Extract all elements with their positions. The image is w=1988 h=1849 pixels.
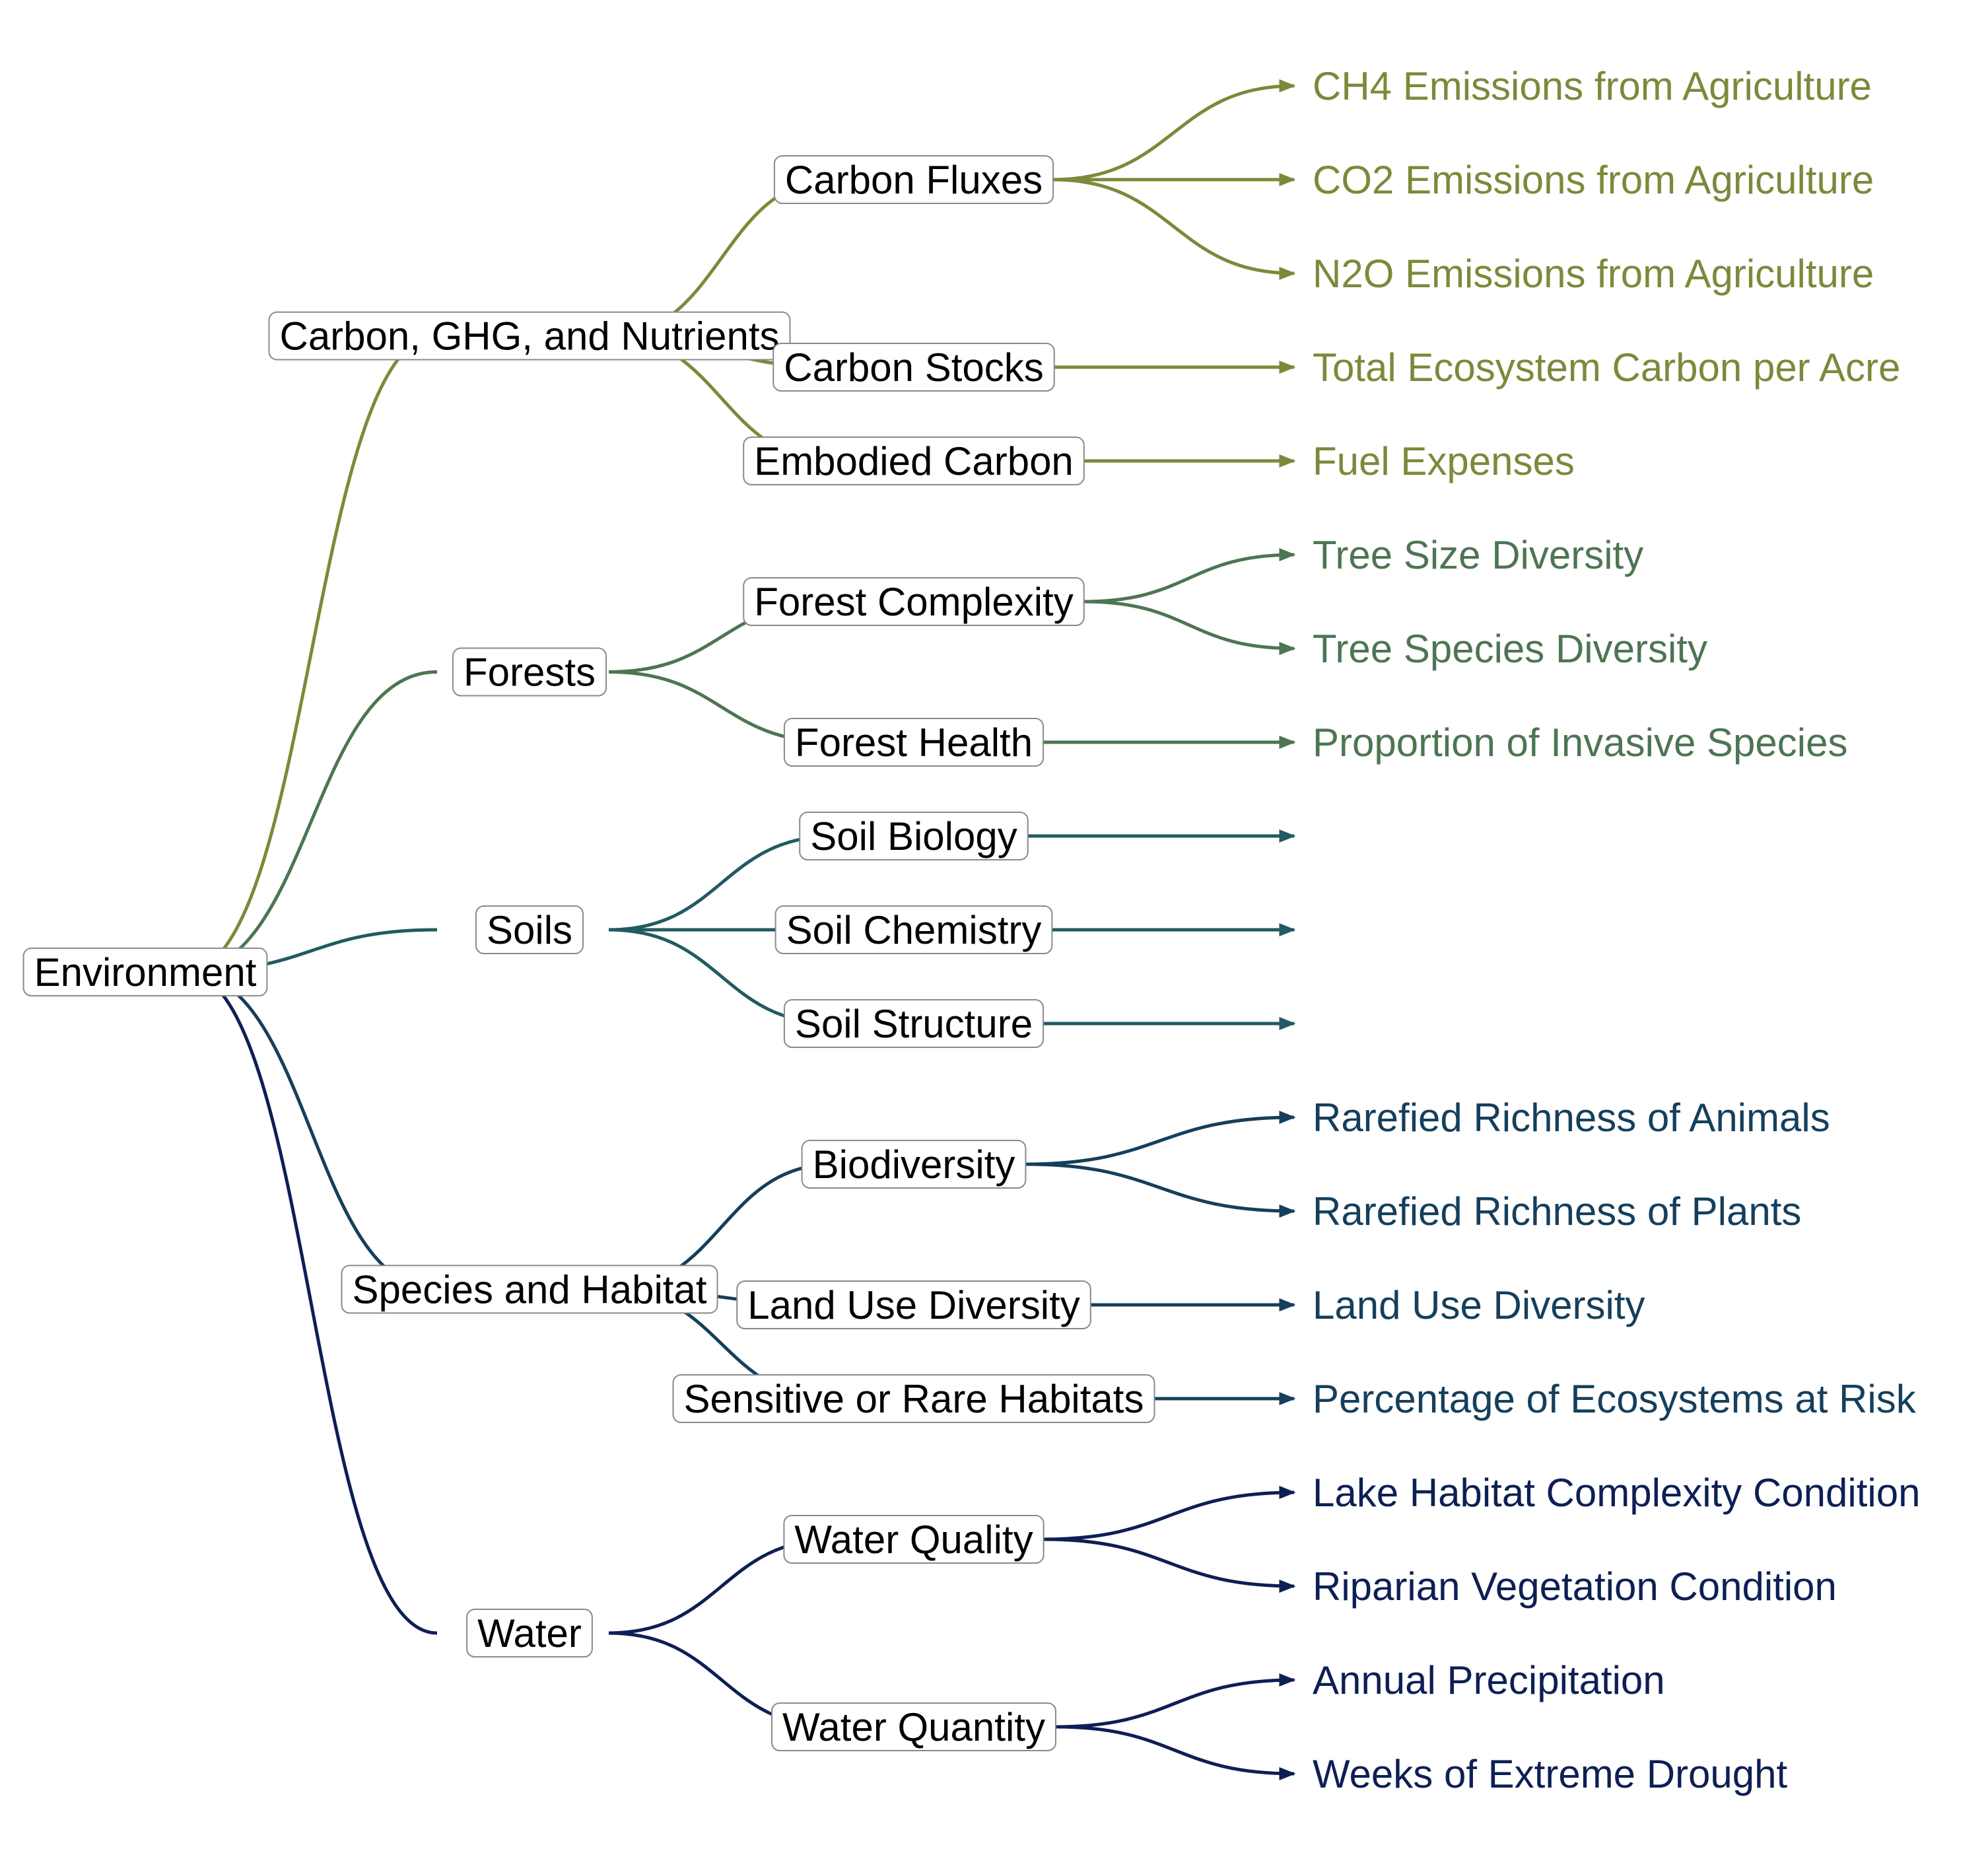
edge-root-to-category-node-water [184,970,438,1635]
category-node-water-box [466,1609,593,1657]
subcategory-node-soil-structure-box [783,999,1045,1048]
subcategory-node-forest-complexity-label: Forest Complexity [754,580,1073,624]
subcategory-node-water-quantity-label: Water Quantity [782,1705,1045,1749]
edge-subcategory-node-water-quantity-to-indicator-0 [1055,1673,1296,1729]
subcategory-node-land-use-diversity-label: Land Use Diversity [747,1283,1080,1327]
category-node-species-and-habitat: Species and Habitat [341,1265,718,1314]
edge-root-to-category-node-forests [184,670,438,974]
subcategory-node-biodiversity-label: Biodiversity [813,1142,1015,1187]
subcategory-node-sensitive-or-rare-habitats-label: Sensitive or Rare Habitats [684,1377,1144,1421]
edge-root-to-category-node-carbon-ghg-and-nutrients [184,334,438,974]
indicator-label: Proportion of Invasive Species [1313,720,1847,765]
subcategory-node-carbon-stocks-label: Carbon Stocks [784,345,1044,390]
category-node-water: Water [466,1609,593,1657]
subcategory-node-soil-chemistry-box [774,905,1053,954]
indicator-label: Weeks of Extreme Drought [1313,1752,1788,1796]
subcategory-node-soil-structure: Soil Structure [783,999,1045,1048]
subcategory-node-forest-complexity-box [743,577,1085,626]
subcategory-node-forest-health-label: Forest Health [795,720,1033,765]
category-node-carbon-ghg-and-nutrients-label: Carbon, GHG, and Nutrients [279,314,779,359]
category-node-species-and-habitat-box [341,1265,718,1314]
subcategory-node-sensitive-or-rare-habitats-box [672,1374,1155,1423]
edge-subcategory-node-water-quality-to-indicator-0 [1043,1486,1296,1541]
category-node-forests-box [452,647,607,697]
subcategory-node-carbon-fluxes-label: Carbon Fluxes [785,158,1043,202]
category-node-forests: Forests [452,647,607,697]
subcategory-node-soil-biology-label: Soil Biology [810,814,1017,858]
indicator-label: Riparian Vegetation Condition [1313,1564,1837,1609]
edge-subcategory-node-carbon-fluxes-to-indicator-0 [1053,79,1296,182]
indicator-label: Rarefied Richness of Animals [1313,1096,1830,1140]
subcategory-node-water-quantity: Water Quantity [771,1702,1056,1751]
subcategory-node-biodiversity-box [801,1140,1027,1189]
subcategory-node-soil-chemistry: Soil Chemistry [774,905,1053,954]
subcategory-node-embodied-carbon-box [743,436,1085,485]
subcategory-node-forest-health: Forest Health [783,718,1045,767]
edge-root-to-category-node-species-and-habitat [184,970,438,1291]
category-node-forests-label: Forests [463,650,596,695]
root-node-environment-box [22,947,268,996]
indicator-label: Lake Habitat Complexity Condition [1313,1471,1920,1515]
subcategory-node-biodiversity: Biodiversity [801,1140,1027,1189]
edge-category-node-soils-to-subcategory-node-soil-biology [608,834,835,932]
subcategory-node-water-quality-label: Water Quality [794,1518,1033,1562]
category-node-soils: Soils [475,905,584,954]
subcategory-node-land-use-diversity-box [736,1280,1091,1329]
indicator-label: Percentage of Ecosystems at Risk [1313,1377,1917,1421]
edge-subcategory-node-carbon-fluxes-to-indicator-2 [1053,178,1296,280]
indicator-label: CH4 Emissions from Agriculture [1313,64,1872,108]
subcategory-node-water-quality: Water Quality [783,1515,1045,1564]
category-node-soils-box [475,905,584,954]
category-node-species-and-habitat-label: Species and Habitat [352,1267,706,1311]
subcategory-node-sensitive-or-rare-habitats: Sensitive or Rare Habitats [672,1374,1155,1423]
subcategory-node-soil-biology: Soil Biology [799,812,1029,860]
indicator-label: Land Use Diversity [1313,1283,1645,1327]
subcategory-node-carbon-fluxes-box [773,155,1054,204]
subcategory-node-soil-structure-label: Soil Structure [795,1002,1033,1046]
subcategory-node-embodied-carbon-label: Embodied Carbon [754,439,1074,483]
edge-subcategory-node-forest-complexity-to-indicator-0 [1083,548,1296,604]
subcategory-node-water-quality-box [783,1515,1045,1564]
subcategory-node-carbon-stocks: Carbon Stocks [772,343,1055,392]
indicator-label: N2O Emissions from Agriculture [1313,252,1874,296]
edge-subcategory-node-forest-complexity-to-indicator-1 [1083,600,1296,655]
subcategory-node-carbon-fluxes: Carbon Fluxes [773,155,1054,204]
indicator-label: CO2 Emissions from Agriculture [1313,158,1874,202]
subcategory-node-water-quantity-box [771,1702,1056,1751]
indicator-label: Rarefied Richness of Plants [1313,1189,1801,1234]
category-node-carbon-ghg-and-nutrients: Carbon, GHG, and Nutrients [268,311,791,361]
subcategory-node-soil-biology-box [799,812,1029,860]
indicator-label: Tree Size Diversity [1313,533,1643,577]
root-node-environment-label: Environment [34,950,257,994]
indicator-label: Annual Precipitation [1313,1658,1665,1702]
category-node-soils-label: Soils [487,908,572,952]
edge-subcategory-node-water-quantity-to-indicator-1 [1055,1725,1296,1780]
indicator-label: Total Ecosystem Carbon per Acre [1313,345,1900,390]
indicator-label: Fuel Expenses [1313,439,1575,483]
subcategory-node-land-use-diversity: Land Use Diversity [736,1280,1091,1329]
subcategory-node-forest-health-box [783,718,1045,767]
root-node-environment: Environment [22,947,268,996]
category-node-water-label: Water [477,1611,582,1656]
edge-subcategory-node-biodiversity-to-indicator-1 [1025,1162,1296,1218]
category-node-carbon-ghg-and-nutrients-box [268,311,791,361]
edge-subcategory-node-biodiversity-to-indicator-0 [1025,1111,1296,1166]
edge-subcategory-node-water-quality-to-indicator-1 [1043,1537,1296,1593]
subcategory-node-forest-complexity: Forest Complexity [743,577,1085,626]
subcategory-node-carbon-stocks-box [772,343,1055,392]
subcategory-node-soil-chemistry-label: Soil Chemistry [786,908,1042,952]
indicator-label: Tree Species Diversity [1313,627,1707,671]
subcategory-node-embodied-carbon: Embodied Carbon [743,436,1085,485]
